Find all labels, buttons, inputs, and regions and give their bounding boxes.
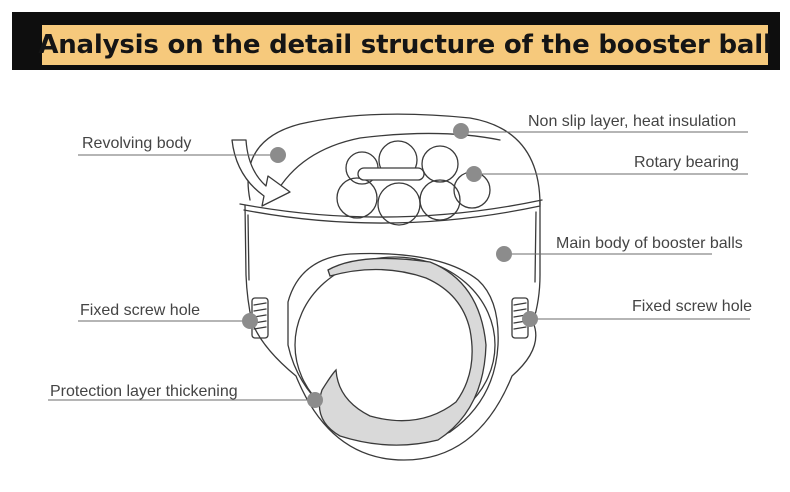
title-highlight: Analysis on the detail structure of the … — [38, 25, 772, 65]
marker-dots — [242, 123, 538, 408]
label-rotary-bearing: Rotary bearing — [634, 154, 739, 171]
ring-outline — [287, 252, 499, 443]
label-main-body: Main body of booster balls — [556, 235, 743, 252]
diagram-title: Analysis on the detail structure of the … — [38, 30, 772, 60]
protection-layer — [318, 257, 487, 446]
top-band-edge — [239, 199, 543, 218]
label-fixed-screw-hole-left: Fixed screw hole — [80, 302, 201, 319]
title-banner: Analysis on the detail structure of the … — [12, 12, 780, 70]
label-revolving-body: Revolving body — [82, 135, 192, 152]
revolving-dome-outline — [247, 113, 541, 206]
label-protection-layer: Protection layer thickening — [50, 383, 238, 400]
label-fixed-screw-hole-right: Fixed screw hole — [632, 298, 753, 315]
label-non-slip-layer: Non slip layer, heat insulation — [528, 113, 737, 130]
rotation-arrow — [231, 139, 291, 207]
leader-lines — [48, 131, 750, 401]
